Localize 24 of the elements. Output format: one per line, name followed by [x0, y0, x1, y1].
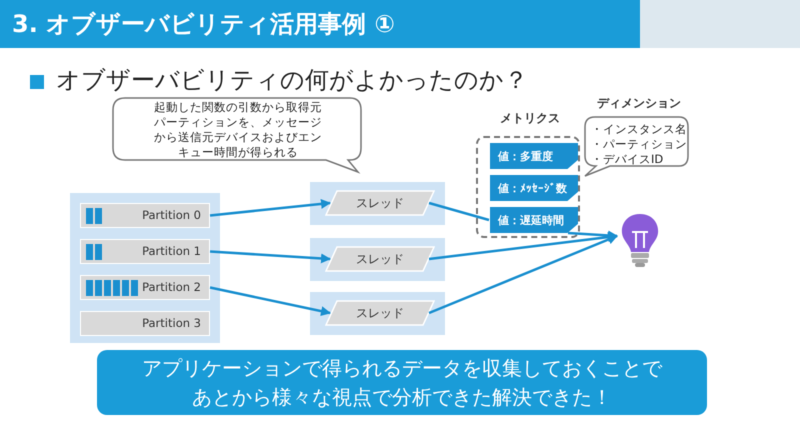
- slide-title: 3. オブザーバビリティ活用事例 ①: [12, 9, 395, 40]
- arrow: [210, 250, 331, 264]
- arrow: [210, 198, 331, 217]
- metric-tag: 値：ﾒｯｾｰｼﾞ数: [490, 175, 578, 201]
- partition-label: Partition 1: [142, 244, 201, 258]
- partition-panel: [70, 193, 220, 343]
- partition-box: [80, 311, 210, 336]
- subtitle: オブザーバビリティの何がよかったのか？: [56, 65, 528, 96]
- partition-label: Partition 2: [142, 280, 201, 294]
- partition-box: [80, 239, 210, 264]
- metric-tag: 値：遅延時間: [490, 207, 578, 233]
- message-banner: アプリケーションで得られるデータを収集しておくことであとから様々な視点で分析できた解決できた！: [97, 350, 707, 415]
- partition-box: [80, 275, 210, 300]
- arrow: [428, 234, 618, 314]
- thread-parallelogram: スレッド: [325, 300, 435, 326]
- thread-parallelogram: スレッド: [325, 190, 435, 216]
- partition-box: [80, 203, 210, 228]
- thread-parallelogram: スレッド: [325, 246, 435, 272]
- partition-label: Partition 3: [142, 316, 201, 330]
- arrow: [428, 232, 618, 260]
- arrow: [210, 286, 331, 316]
- speech-bubble: 起動した関数の引数から取得元パーティションを、メッセージから送信元デバイスおよびエンキュー時間が得られる: [113, 98, 363, 173]
- metric-tag: 値：多重度: [490, 143, 578, 169]
- partition-label: Partition 0: [142, 208, 201, 222]
